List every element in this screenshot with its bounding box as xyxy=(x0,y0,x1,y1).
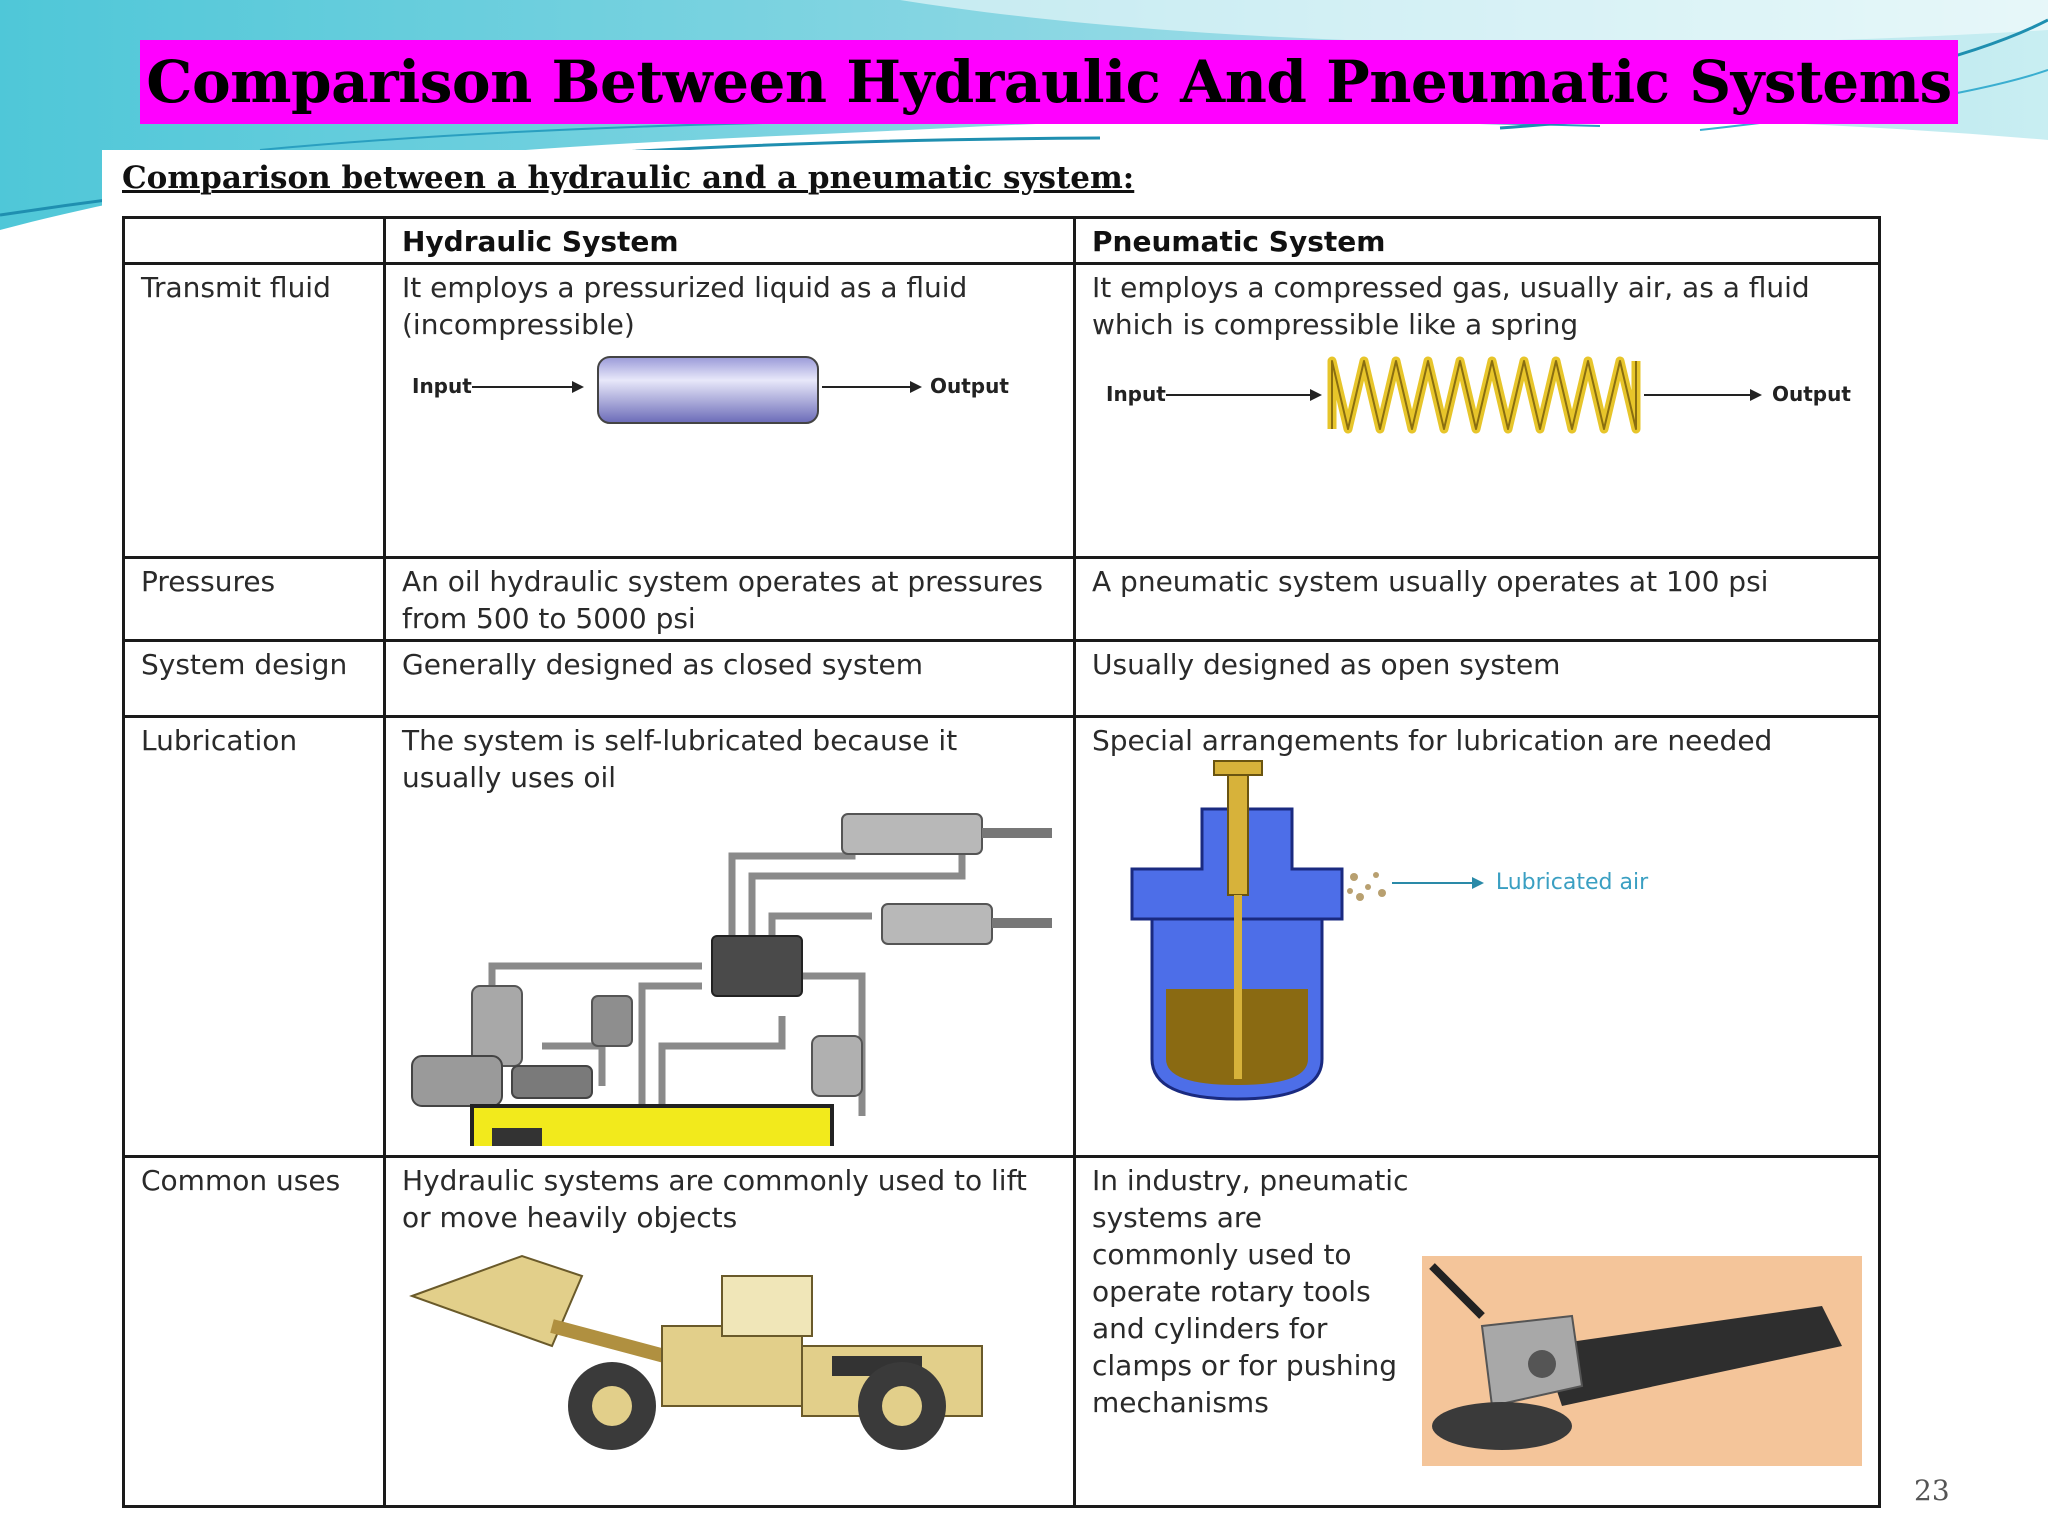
air-hose xyxy=(1429,1263,1485,1319)
pneumatic-text: It employs a compressed gas, usually air… xyxy=(1092,271,1810,341)
lower-actuator-cylinder xyxy=(881,903,993,945)
grinding-disc xyxy=(1432,1402,1572,1450)
relief-valve xyxy=(591,995,633,1047)
input-label: Input xyxy=(1106,382,1166,406)
pneumatic-text: In industry, pneumatic systems are commo… xyxy=(1092,1164,1409,1419)
header-empty xyxy=(122,216,386,265)
electric-motor xyxy=(411,1055,503,1107)
row-label: System design xyxy=(122,639,386,718)
pneumatic-text: Special arrangements for lubrication are… xyxy=(1092,724,1773,757)
table-row: Lubrication The system is self-lubricate… xyxy=(122,715,1881,1158)
pneumatic-uses-content: In industry, pneumatic systems are commo… xyxy=(1092,1162,1864,1466)
pneumatic-cell: Usually designed as open system xyxy=(1073,639,1881,718)
page-number: 23 xyxy=(1914,1474,1950,1507)
row-label: Lubrication xyxy=(122,715,386,1158)
loader-body xyxy=(661,1325,803,1407)
output-label: Output xyxy=(1772,382,1851,406)
lower-piston-rod xyxy=(992,918,1052,928)
pneumatic-cell: It employs a compressed gas, usually air… xyxy=(1073,262,1881,559)
wheel-loader-illustration xyxy=(409,1254,983,1450)
hydraulic-cell: The system is self-lubricated because it… xyxy=(383,715,1076,1158)
hydraulic-text: It employs a pressurized liquid as a flu… xyxy=(402,271,968,341)
lubricator-illustration: Lubricated air xyxy=(1130,760,1649,1101)
accumulator xyxy=(811,1035,863,1097)
table-row: Transmit fluid It employs a pressurized … xyxy=(122,262,1881,559)
angle-grinder-photo xyxy=(1422,1256,1862,1466)
cylinder-diagram: Input Output xyxy=(412,356,1009,424)
input-arrow-head xyxy=(572,381,584,393)
pneumatic-cell: Special arrangements for lubrication are… xyxy=(1073,715,1881,1158)
rear-wheel-hub xyxy=(882,1386,922,1426)
tank-gauge xyxy=(492,1128,542,1146)
loader-bucket xyxy=(409,1254,584,1348)
table-header-row: Hydraulic System Pneumatic System xyxy=(122,216,1881,265)
output-arrow-head xyxy=(910,381,922,393)
hydraulic-circuit-illustration xyxy=(411,813,1052,1146)
filter xyxy=(471,985,523,1067)
table-row: Pressures An oil hydraulic system operat… xyxy=(122,556,1881,642)
table-row: System design Generally designed as clos… xyxy=(122,639,1881,718)
directional-control-valve xyxy=(711,935,803,997)
spring-diagram: Input Output xyxy=(1106,356,1851,434)
comparison-table: Hydraulic System Pneumatic System Transm… xyxy=(122,216,1881,1508)
hydraulic-text: The system is self-lubricated because it… xyxy=(402,724,958,794)
hydraulic-cell: Hydraulic systems are commonly used to l… xyxy=(383,1155,1076,1508)
loader-cab xyxy=(721,1275,813,1337)
lubricated-air-arrow-head xyxy=(1472,877,1484,889)
header-pneumatic: Pneumatic System xyxy=(1073,216,1881,265)
spring-outline xyxy=(1331,360,1637,430)
upper-piston-rod xyxy=(982,828,1052,838)
table-row: Common uses Hydraulic systems are common… xyxy=(122,1155,1881,1508)
adjusting-screw xyxy=(1227,764,1249,896)
input-arrow-head xyxy=(1310,389,1322,401)
oil-mist-dots xyxy=(1347,872,1386,901)
document-subtitle: Comparison between a hydraulic and a pne… xyxy=(122,160,1135,196)
row-label: Transmit fluid xyxy=(122,262,386,559)
grinder-handle xyxy=(1542,1306,1842,1406)
screw-knob xyxy=(1213,760,1263,776)
hydraulic-cell: It employs a pressurized liquid as a flu… xyxy=(383,262,1076,559)
input-label: Input xyxy=(412,374,472,398)
pneumatic-cell: A pneumatic system usually operates at 1… xyxy=(1073,556,1881,642)
grinder-spindle xyxy=(1528,1350,1556,1378)
pneumatic-cell: In industry, pneumatic systems are commo… xyxy=(1073,1155,1881,1508)
incompressible-cylinder xyxy=(597,356,819,424)
slide-title-bar: Comparison Between Hydraulic And Pneumat… xyxy=(140,40,1958,124)
slide-title: Comparison Between Hydraulic And Pneumat… xyxy=(146,48,1952,116)
hydraulic-cell: An oil hydraulic system operates at pres… xyxy=(383,556,1076,642)
upper-actuator-cylinder xyxy=(841,813,983,855)
output-arrow-head xyxy=(1750,389,1762,401)
header-hydraulic: Hydraulic System xyxy=(383,216,1076,265)
row-label: Common uses xyxy=(122,1155,386,1508)
front-wheel-hub xyxy=(592,1386,632,1426)
pump xyxy=(511,1065,593,1099)
hydraulic-cell: Generally designed as closed system xyxy=(383,639,1076,718)
row-label: Pressures xyxy=(122,556,386,642)
hydraulic-text: Hydraulic systems are commonly used to l… xyxy=(402,1164,1027,1234)
output-label: Output xyxy=(930,374,1009,398)
lubricated-air-label: Lubricated air xyxy=(1496,870,1649,895)
